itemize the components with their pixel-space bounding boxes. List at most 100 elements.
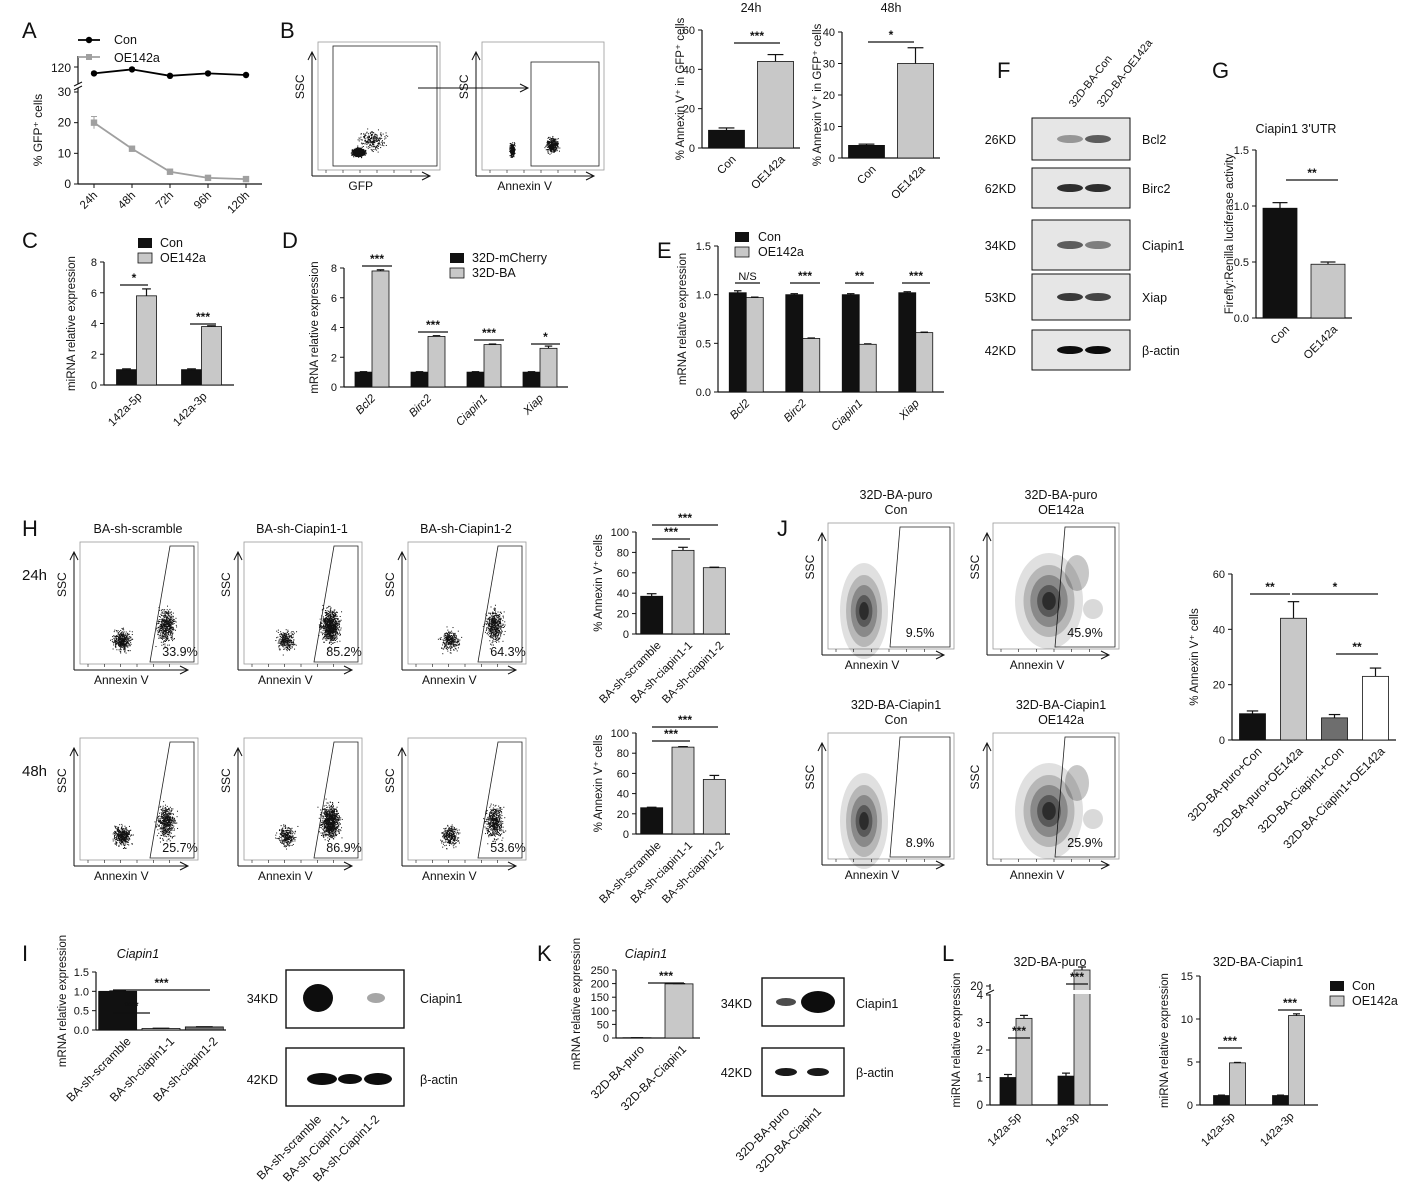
- event-dot: [512, 144, 514, 146]
- event-dot: [555, 142, 557, 144]
- event-dot: [325, 630, 327, 632]
- event-dot: [320, 622, 322, 624]
- event-dot: [165, 617, 167, 619]
- event-dot: [166, 627, 168, 629]
- event-dot: [553, 141, 555, 143]
- event-dot: [159, 630, 161, 632]
- event-dot: [331, 617, 333, 619]
- event-dot: [328, 615, 330, 617]
- event-dot: [171, 635, 173, 637]
- event-dot: [514, 149, 516, 151]
- event-dot: [360, 136, 362, 138]
- event-dot: [351, 151, 353, 153]
- event-dot: [551, 147, 553, 149]
- event-dot: [499, 631, 501, 633]
- event-dot: [166, 638, 168, 640]
- event-dot: [121, 640, 123, 642]
- event-dot: [456, 640, 458, 642]
- event-dot: [289, 639, 291, 641]
- event-dot: [329, 636, 331, 638]
- event-dot: [369, 143, 371, 145]
- event-dot: [324, 618, 326, 620]
- event-dot: [372, 141, 374, 143]
- event-dot: [547, 137, 549, 139]
- event-dot: [372, 132, 374, 134]
- event-dot: [498, 614, 500, 616]
- event-dot: [449, 646, 451, 648]
- event-dot: [376, 136, 378, 138]
- event-dot: [164, 624, 166, 626]
- event-dot: [336, 612, 338, 614]
- event-dot: [337, 631, 339, 633]
- event-dot: [552, 135, 554, 137]
- event-dot: [336, 620, 338, 622]
- event-dot: [353, 149, 355, 152]
- event-dot: [278, 648, 280, 650]
- event-dot: [171, 633, 173, 635]
- event-dot: [334, 637, 336, 639]
- event-dot: [336, 625, 338, 627]
- event-dot: [125, 635, 127, 637]
- event-dot: [287, 648, 289, 650]
- event-dot: [450, 646, 452, 648]
- event-dot: [121, 641, 123, 643]
- event-dot: [171, 616, 173, 618]
- event-dot: [329, 624, 331, 626]
- event-dot: [495, 637, 497, 639]
- event-dot: [447, 643, 449, 645]
- event-dot: [368, 136, 370, 138]
- event-dot: [334, 639, 336, 641]
- arrow-head: [507, 665, 518, 675]
- x-axis-label: GFP: [348, 179, 373, 193]
- event-dot: [326, 607, 328, 609]
- legend-label: Con: [114, 33, 137, 47]
- event-dot: [494, 623, 496, 625]
- event-dot: [451, 630, 453, 632]
- event-dot: [327, 612, 329, 614]
- event-dot: [128, 643, 130, 645]
- event-dot: [173, 638, 175, 640]
- event-dot: [324, 621, 326, 623]
- event-dot: [167, 613, 169, 615]
- event-dot: [289, 649, 291, 651]
- event-dot: [554, 150, 556, 152]
- event-dot: [291, 647, 293, 649]
- event-dot: [287, 634, 289, 636]
- event-dot: [509, 151, 511, 153]
- event-dot: [160, 626, 162, 628]
- event-dot: [276, 630, 278, 632]
- event-dot: [163, 630, 165, 632]
- data-point-con: [90, 70, 98, 77]
- event-dot: [373, 146, 375, 148]
- event-dot: [276, 637, 278, 639]
- event-dot: [514, 149, 516, 151]
- event-dot: [323, 638, 325, 640]
- event-dot: [449, 642, 451, 644]
- event-dot: [120, 652, 122, 654]
- event-dot: [281, 636, 283, 638]
- event-dot: [115, 643, 117, 645]
- event-dot: [368, 135, 370, 137]
- event-dot: [383, 142, 385, 144]
- event-dot: [162, 635, 164, 637]
- bar: [708, 129, 745, 149]
- event-dot: [492, 630, 494, 632]
- event-dot: [164, 612, 166, 614]
- event-dot: [172, 621, 174, 623]
- event-dot: [453, 640, 455, 642]
- event-dot: [363, 153, 365, 155]
- event-dot: [159, 627, 161, 629]
- x-tick-label: 142a-5p: [106, 391, 144, 429]
- event-dot: [551, 140, 553, 142]
- event-dot: [123, 641, 125, 643]
- event-dot: [128, 650, 130, 652]
- event-dot: [116, 641, 118, 643]
- event-dot: [115, 637, 117, 639]
- event-dot: [450, 642, 452, 644]
- event-dot: [168, 624, 170, 626]
- event-dot: [495, 631, 497, 633]
- event-dot: [119, 638, 121, 640]
- event-dot: [510, 143, 512, 145]
- event-dot: [122, 627, 124, 629]
- event-dot: [111, 638, 113, 640]
